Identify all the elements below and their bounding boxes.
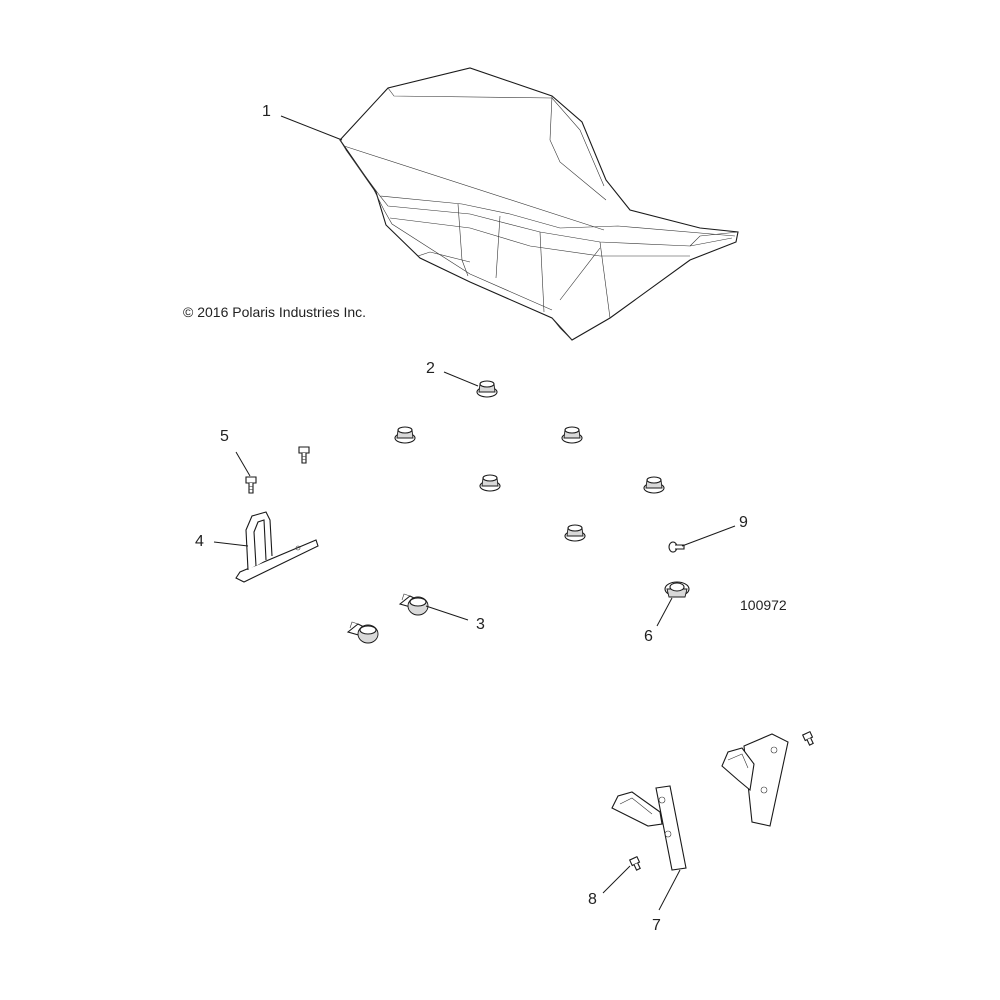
seat <box>339 67 739 341</box>
pin-9 <box>668 541 685 553</box>
copyright-notice: © 2016 Polaris Industries Inc. <box>183 304 367 320</box>
callout-3: 3 <box>476 616 485 633</box>
bracket-7-front <box>611 785 687 871</box>
leader-lines <box>213 115 736 911</box>
grommet-2 <box>476 380 498 398</box>
grommet-6 <box>664 581 690 598</box>
callout-9: 9 <box>739 514 748 531</box>
callout-8: 8 <box>588 891 597 908</box>
bracket-7-rear <box>721 733 789 827</box>
bolts-5 <box>245 446 310 494</box>
latch-3b <box>346 621 379 644</box>
grommets <box>394 380 665 542</box>
latch-3a <box>398 593 429 616</box>
drawing-number: 100972 <box>740 597 787 613</box>
callout-2: 2 <box>426 360 435 377</box>
bracket-4 <box>235 511 319 583</box>
callout-5: 5 <box>220 428 229 445</box>
callout-4: 4 <box>195 533 204 550</box>
callout-7: 7 <box>652 917 661 934</box>
callout-1: 1 <box>262 103 271 120</box>
callout-6: 6 <box>644 628 653 645</box>
bolts-8 <box>628 730 814 871</box>
